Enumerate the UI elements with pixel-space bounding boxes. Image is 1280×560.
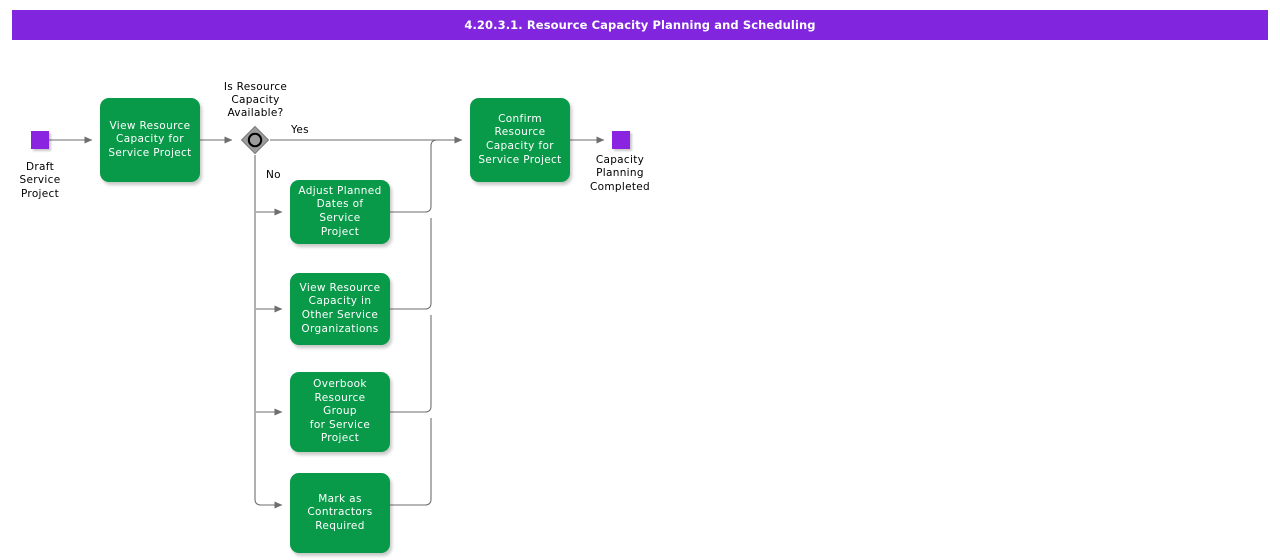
task-mark-contractors-required[interactable]: Mark as Contractors Required [290, 473, 390, 553]
page-title-bar: 4.20.3.1. Resource Capacity Planning and… [12, 10, 1268, 40]
page-title: 4.20.3.1. Resource Capacity Planning and… [464, 18, 816, 32]
task-overbook-resource-group[interactable]: Overbook Resource Group for Service Proj… [290, 372, 390, 452]
task-adjust-planned-dates[interactable]: Adjust Planned Dates of Service Project [290, 180, 390, 244]
edge-label-no: No [266, 169, 281, 181]
task-confirm-resource-capacity[interactable]: Confirm Resource Capacity for Service Pr… [470, 98, 570, 182]
task-view-resource-capacity-label: View Resource Capacity for Service Proje… [108, 119, 192, 159]
end-event-label: Capacity Planning Completed [590, 154, 650, 193]
end-event-node[interactable] [612, 131, 630, 149]
edge-view-other-merge [390, 218, 432, 310]
start-event-node[interactable] [31, 131, 49, 149]
task-mark-contractors-required-label: Mark as Contractors Required [307, 492, 373, 532]
task-confirm-resource-capacity-label: Confirm Resource Capacity for Service Pr… [478, 112, 562, 166]
task-view-capacity-other-orgs-label: View Resource Capacity in Other Service … [299, 281, 381, 335]
inclusive-gateway[interactable] [240, 125, 270, 155]
edge-mark-merge [390, 418, 432, 506]
edge-overbook-merge [390, 315, 432, 413]
inclusive-gateway-label: Is Resource Capacity Available? [223, 81, 288, 120]
edge-no-rail [254, 155, 262, 506]
edge-adjust-merge [390, 139, 438, 213]
start-event-label: Draft Service Project [19, 161, 61, 200]
edge-label-yes: Yes [291, 124, 309, 136]
task-adjust-planned-dates-label: Adjust Planned Dates of Service Project [298, 184, 382, 238]
task-view-capacity-other-orgs[interactable]: View Resource Capacity in Other Service … [290, 273, 390, 345]
task-overbook-resource-group-label: Overbook Resource Group for Service Proj… [309, 378, 371, 445]
task-view-resource-capacity[interactable]: View Resource Capacity for Service Proje… [100, 98, 200, 182]
